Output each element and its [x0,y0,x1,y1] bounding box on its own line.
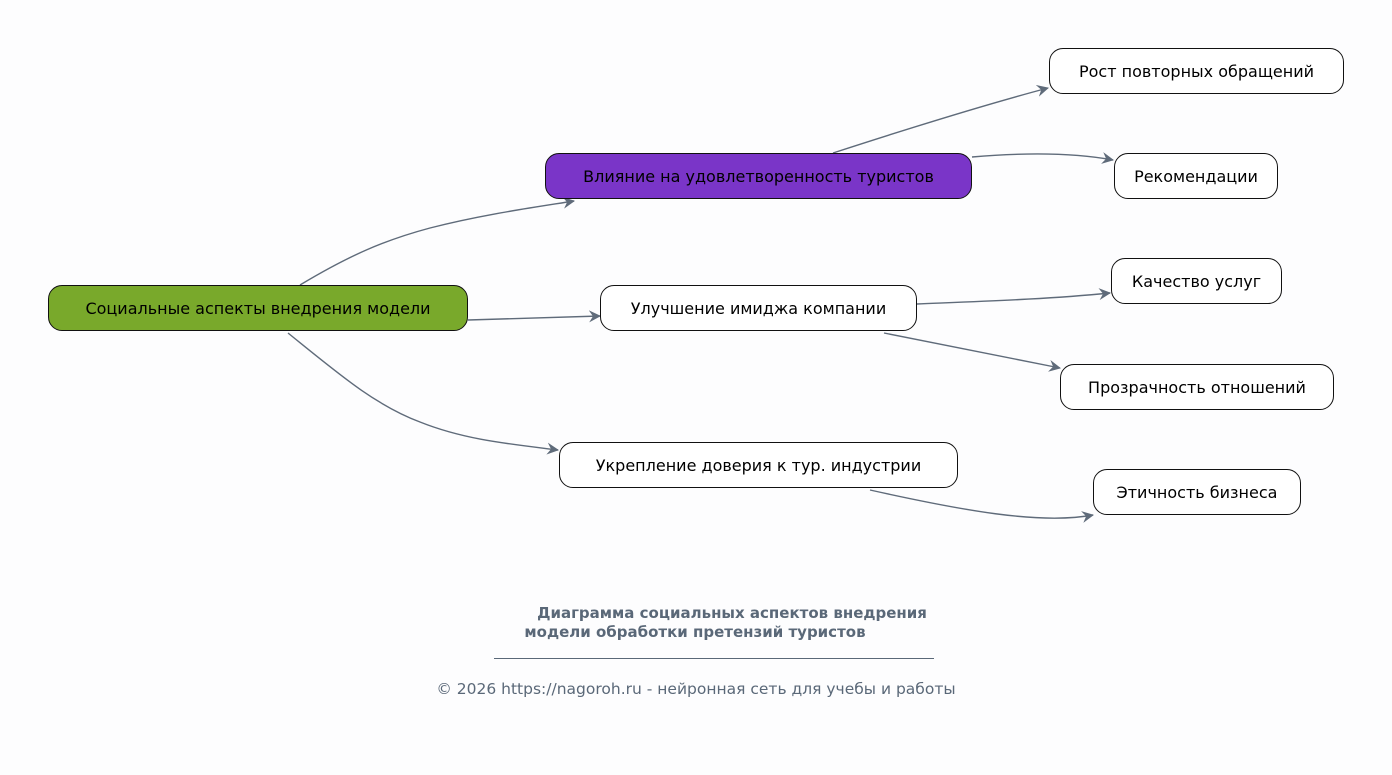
leaf-node-transparency[interactable]: Прозрачность отношений [1060,364,1334,410]
branch-node-image[interactable]: Улучшение имиджа компании [600,285,917,331]
footer-copyright: © 2026 https://nagoroh.ru - нейронная се… [436,680,956,698]
leaf-node-repeat-requests[interactable]: Рост повторных обращений [1049,48,1344,94]
leaf-node-recommendations[interactable]: Рекомендации [1114,153,1278,199]
diagram-caption-line1: Диаграмма социальных аспектов внедрения [537,604,927,622]
leaf-node-service-quality[interactable]: Качество услуг [1111,258,1282,304]
edge-satisfaction-to-repeat [832,85,1049,154]
leaf-node-business-ethics[interactable]: Этичность бизнеса [1093,469,1301,515]
edge-image-to-quality [916,288,1111,305]
diagram-caption-line2: модели обработки претензий туристов [524,623,866,641]
root-node[interactable]: Социальные аспекты внедрения модели [48,285,468,331]
edge-satisfaction-to-recommend [971,152,1114,164]
edge-root-to-trust [287,332,559,455]
edge-root-to-satisfaction [299,196,575,286]
edge-root-to-image [467,310,601,323]
edge-trust-to-ethics [869,489,1094,523]
branch-node-trust[interactable]: Укрепление доверия к тур. индустрии [559,442,958,488]
edge-image-to-transparency [883,332,1061,372]
caption-divider [494,658,934,659]
branch-node-satisfaction[interactable]: Влияние на удовлетворенность туристов [545,153,972,199]
